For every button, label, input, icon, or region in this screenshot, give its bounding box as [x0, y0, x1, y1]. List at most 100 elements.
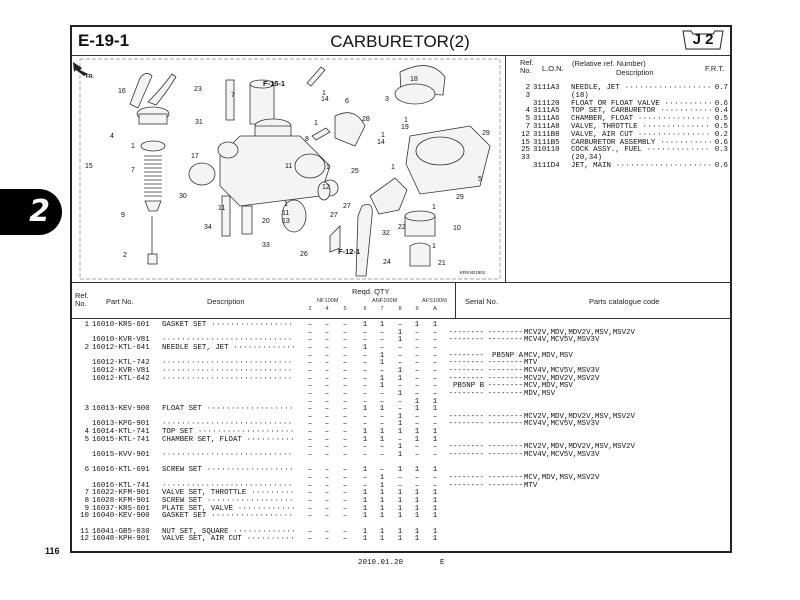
- frt-row[interactable]: 33(20,34): [0, 154, 602, 162]
- qty-value: 1: [397, 389, 403, 398]
- part-number: 16037-KRS-601: [92, 504, 150, 513]
- svg-text:1: 1: [284, 201, 288, 208]
- table-row[interactable]: 16016-KTL-741––––1–––----------------MTV: [0, 482, 537, 490]
- qty-value: –: [362, 374, 368, 383]
- svg-text:1: 1: [131, 143, 135, 150]
- qty-value: –: [307, 359, 313, 368]
- qty-value: 1: [414, 405, 420, 414]
- qty-value: –: [397, 481, 403, 490]
- qty-value: 1: [397, 412, 403, 421]
- qty-value: –: [307, 504, 313, 513]
- qty-value: –: [414, 366, 420, 375]
- page-title: CARBURETOR(2): [330, 32, 470, 51]
- svg-text:14: 14: [321, 96, 329, 103]
- qty-value: 1: [379, 512, 385, 521]
- qty-value: 1: [414, 466, 420, 475]
- header-divider: [70, 55, 732, 56]
- serial-from: --------: [448, 420, 484, 429]
- part-number: 16041-GB5-030: [92, 527, 150, 536]
- qty-value: 1: [432, 512, 438, 521]
- table-row[interactable]: 16012-KVR-V81–––––1––----------------MCV…: [0, 367, 599, 375]
- serial-to: --------: [487, 412, 523, 421]
- qty-value: 1: [379, 428, 385, 437]
- qty-value: 1: [414, 321, 420, 329]
- catalogue-code: MCV2V,MDV2V,MSV2V: [524, 374, 600, 383]
- model-group-afs100m: AFS100M: [422, 298, 447, 304]
- part-description: GASKET SET: [162, 321, 294, 329]
- table-row[interactable]: –––––1––----------------MCV2V,MDV,MDV2V,…: [0, 329, 635, 337]
- table-row[interactable]: –––––1––----------------MCV2V,MDV,MDV2V,…: [0, 443, 635, 451]
- frt-lon: 310110: [533, 146, 560, 155]
- table-row[interactable]: ––––1–––----------------MCV,MDV,MSV,MSV2…: [0, 474, 600, 482]
- table-row[interactable]: –––––1––----------------MCV2V,MDV,MDV2V,…: [0, 413, 635, 421]
- qty-value: –: [379, 328, 385, 337]
- qty-value: –: [342, 512, 348, 521]
- qty-value: –: [307, 321, 313, 329]
- qty-value: –: [379, 397, 385, 406]
- part-description: PLATE SET, VALVE: [162, 505, 294, 513]
- ref-number: 6: [84, 466, 89, 475]
- qty-value: 1: [397, 336, 403, 345]
- svg-text:18: 18: [410, 76, 418, 83]
- frt-row[interactable]: 3(18): [0, 92, 589, 100]
- table-row[interactable]: –––––1––----------------MDV,MSV: [0, 390, 555, 398]
- qty-value: 1: [432, 527, 438, 536]
- qty-value: 1: [414, 504, 420, 513]
- catalogue-code: MCV4V,MCV5V,MSV3V: [524, 336, 600, 345]
- chapter-tab-label: 2: [29, 194, 50, 229]
- serial-to: --------: [487, 382, 523, 391]
- part-number: 16016-KTL-691: [92, 466, 150, 475]
- svg-text:29: 29: [456, 194, 464, 201]
- qty-value: –: [307, 481, 313, 490]
- table-row[interactable]: 16012-KTL-742––––1–––----------------MTV: [0, 359, 537, 367]
- qty-value: 1: [379, 481, 385, 490]
- ref-number: 11: [80, 527, 89, 536]
- qty-value: –: [432, 382, 438, 391]
- svg-text:13: 13: [282, 218, 290, 225]
- chapter-tab[interactable]: 2: [0, 189, 62, 235]
- part-description: [162, 375, 294, 383]
- table-row[interactable]: 16010-KVR-V81–––––1––----------------MCV…: [0, 336, 599, 344]
- table-row[interactable]: 16015-KVV-901–––––1––----------------MCV…: [0, 451, 599, 459]
- qty-value: 1: [362, 496, 368, 505]
- qty-value: –: [342, 443, 348, 452]
- table-row[interactable]: 16013-KPG-901–––––1––----------------MCV…: [0, 420, 599, 428]
- table-row[interactable]: ––––1–––PB5NP B--------MCV,MDV,MSV: [0, 382, 573, 390]
- svg-text:12: 12: [322, 184, 330, 191]
- table-row[interactable]: 16012-KTL-642––––11––----------------MCV…: [0, 375, 599, 383]
- badge-shape-icon: [682, 30, 724, 50]
- part-description: NEEDLE SET, JET: [162, 344, 294, 352]
- group-badge: J 2: [682, 30, 724, 50]
- qty-value: 1: [432, 504, 438, 513]
- qty-value: –: [324, 343, 330, 352]
- qty-value: 1: [379, 504, 385, 513]
- group-badge-label: J 2: [692, 31, 714, 48]
- frt-ref: 4: [525, 107, 530, 116]
- qty-value: 1: [379, 527, 385, 536]
- qty-value: –: [307, 405, 313, 414]
- part-description: SCREW SET: [162, 466, 294, 474]
